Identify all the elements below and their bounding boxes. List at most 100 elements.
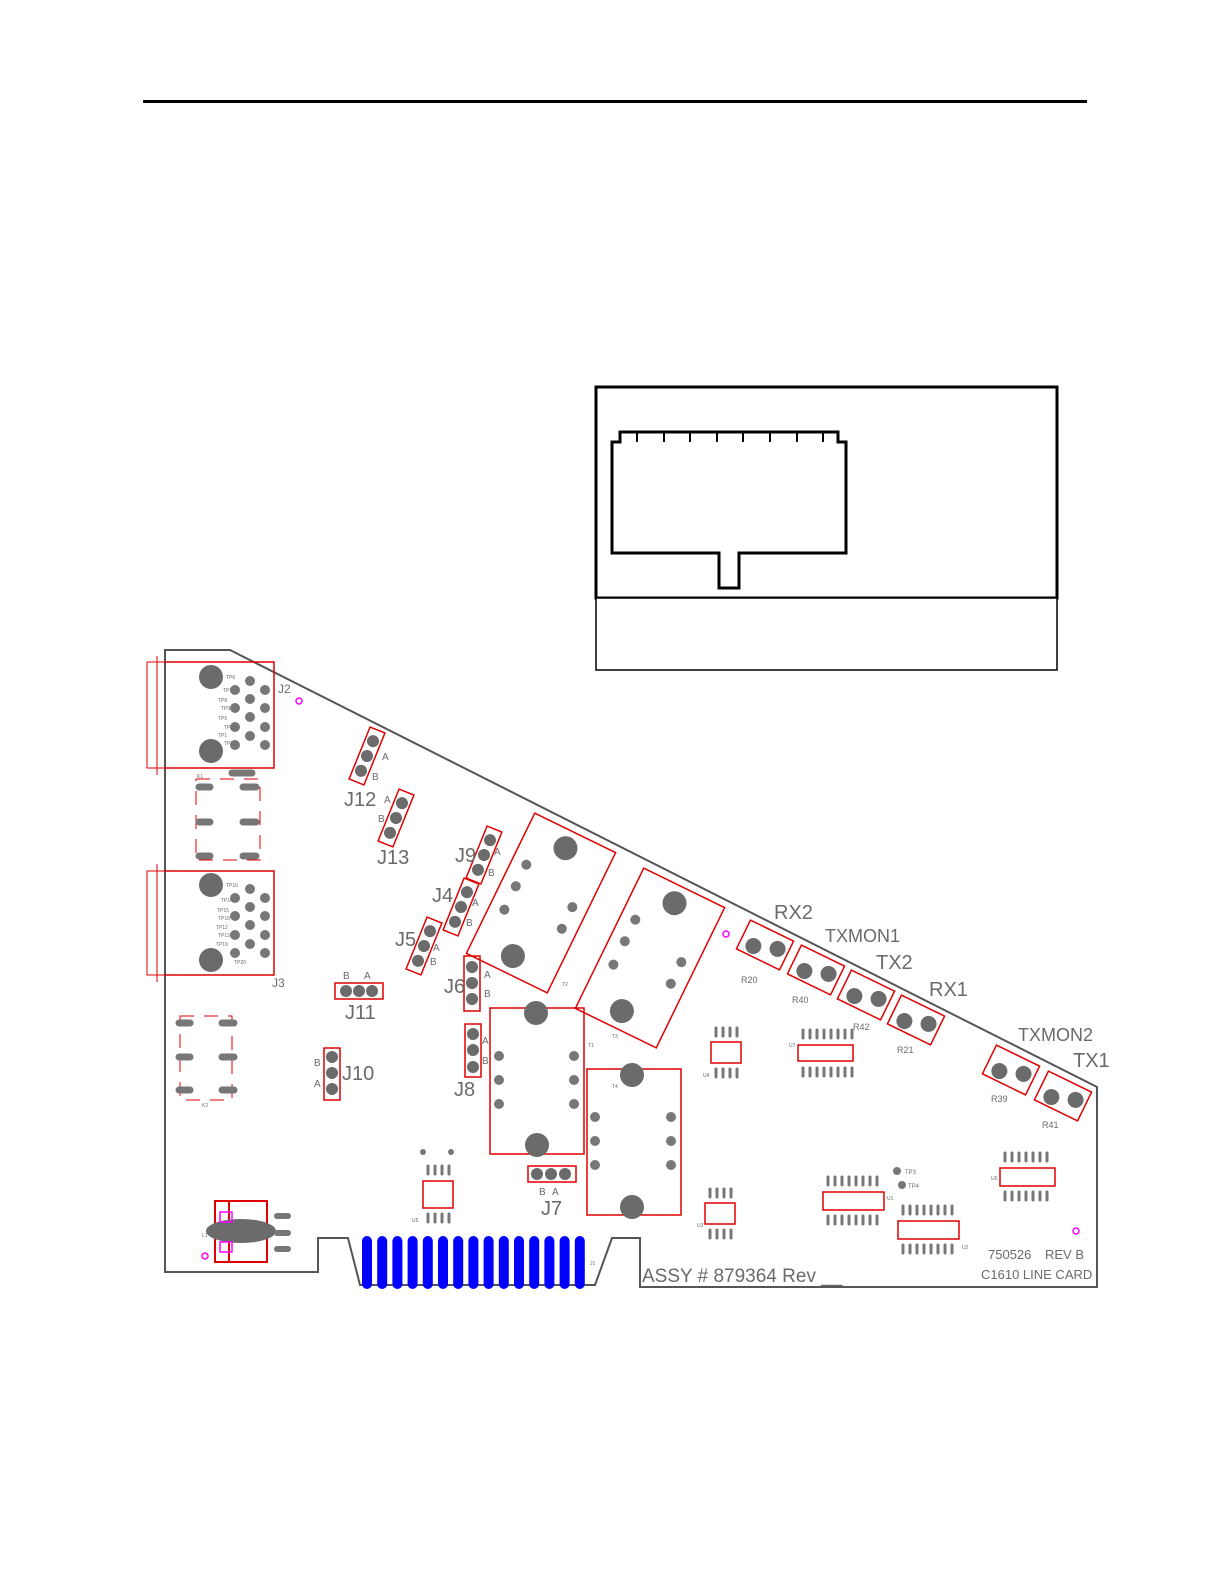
rx1-label: RX1 xyxy=(929,979,968,1001)
r21-label: R21 xyxy=(897,1045,914,1055)
jack-j3: J3 TP16 TP14 TP15 TP18 TP12 TP13 TP19 TP… xyxy=(146,864,285,990)
j8-label: J8 xyxy=(454,1079,475,1101)
j12-a-label: A xyxy=(382,752,389,763)
txmon1-label: TXMON1 xyxy=(825,926,900,946)
assembly-text: ASSY # 879364 Rev __ xyxy=(642,1266,843,1287)
j10-a-label: A xyxy=(314,1079,321,1090)
r39-label: R39 xyxy=(991,1094,1008,1104)
u7-label: U7 xyxy=(789,1043,796,1049)
transformer-t2: T2 xyxy=(465,812,617,994)
j8-a-label: A xyxy=(482,1036,489,1047)
j3-tp-label: TP18 xyxy=(218,916,230,922)
test-jack-rx2: RX2 R20 xyxy=(735,902,813,985)
j7-a-label: A xyxy=(552,1187,559,1198)
j3-tp-label: TP16 xyxy=(226,883,238,889)
ic-u7: U7 xyxy=(789,1028,854,1078)
edge-finger xyxy=(468,1236,479,1289)
j3-tp-label: TP12 xyxy=(216,925,228,931)
u6-label: U6 xyxy=(991,1176,998,1182)
connector-outline xyxy=(610,430,848,590)
j7-label: J7 xyxy=(541,1198,562,1220)
j2-tp-label: TP11 xyxy=(224,741,236,747)
j2-tp-label: TP7 xyxy=(223,688,232,694)
j6-b-label: B xyxy=(484,989,491,1000)
test-jack-tx1: TX1 R41 xyxy=(1033,1050,1110,1130)
j3-tp-label: TP15 xyxy=(217,908,229,914)
j7-b-label: B xyxy=(539,1187,546,1198)
j3-tp-label: TP14 xyxy=(221,898,233,904)
j13-label: J13 xyxy=(377,847,409,869)
edge-finger xyxy=(438,1236,448,1289)
ic-u2: U2 xyxy=(897,1204,969,1255)
relay-k2: K2 xyxy=(175,1015,238,1109)
t2-label: T2 xyxy=(562,982,568,988)
jumper-j11: B A J11 xyxy=(334,971,384,1024)
ic-u1: U1 xyxy=(822,1175,894,1226)
j5-a-label: A xyxy=(433,943,440,954)
t1-label: T1 xyxy=(588,1043,594,1049)
edge-finger xyxy=(483,1236,494,1289)
jumper-j12: A B J12 xyxy=(344,726,389,811)
j11-label: J11 xyxy=(345,1002,376,1024)
test-jack-txmon1: TXMON1 R40 xyxy=(786,926,900,1005)
ic-u4: U4 xyxy=(703,1026,742,1079)
j5-label: J5 xyxy=(395,929,416,951)
ic-u5: U5 xyxy=(412,1149,454,1224)
test-jack-tx2: TX2 R42 xyxy=(836,952,913,1032)
j10-label: J10 xyxy=(342,1063,374,1085)
ic-u6: U6 xyxy=(991,1151,1056,1202)
edge-finger xyxy=(392,1236,403,1289)
j2-tp-label: TP9 xyxy=(221,706,230,712)
edge-finger xyxy=(422,1236,433,1289)
edge-finger xyxy=(498,1236,509,1289)
j3-label: J3 xyxy=(272,976,285,990)
u4-label: U4 xyxy=(703,1073,710,1079)
j11-b-label: B xyxy=(343,971,350,982)
j4-b-label: B xyxy=(466,918,473,929)
j2-tp-label: TP8 xyxy=(218,698,227,704)
edge-connector: J1 xyxy=(362,1236,596,1289)
test-jack-rx1: RX1 R21 xyxy=(886,979,968,1055)
j4-label: J4 xyxy=(432,885,453,907)
txmon2-label: TXMON2 xyxy=(1018,1025,1093,1045)
edge-finger xyxy=(529,1236,540,1289)
j2-tp-label: TP6 xyxy=(226,675,235,681)
j2-tp-label: TP5 xyxy=(218,716,227,722)
j10-b-label: B xyxy=(314,1058,321,1069)
revision-text: REV B xyxy=(1045,1247,1084,1262)
edge-connector-label: J1 xyxy=(590,1261,596,1267)
j2-tp-label: TP1 xyxy=(218,733,227,739)
j4-a-label: A xyxy=(472,898,479,909)
t3-label: T3 xyxy=(612,1034,618,1040)
u1-label: U1 xyxy=(887,1196,894,1202)
part-number-text: 750526 xyxy=(988,1247,1031,1262)
jumper-j8: A B J8 xyxy=(454,1023,489,1101)
tp4-label: TP4 xyxy=(908,1184,920,1190)
inductor-l1: L1 xyxy=(202,1200,291,1263)
k1-label: K1 xyxy=(197,774,203,780)
rx2-label: RX2 xyxy=(774,902,813,924)
j13-b-label: B xyxy=(378,814,385,825)
jumper-j7: B A J7 xyxy=(527,1165,577,1220)
edge-finger xyxy=(514,1236,524,1289)
edge-finger xyxy=(559,1236,570,1289)
jumper-j10: B A J10 xyxy=(314,1047,374,1101)
u5-label: U5 xyxy=(412,1218,419,1224)
jumper-j5: A B J5 xyxy=(395,916,443,976)
test-jack-txmon2: TXMON2 R39 xyxy=(981,1025,1093,1104)
tp3-label: TP3 xyxy=(905,1170,917,1176)
j5-b-label: B xyxy=(430,957,437,968)
test-points-tp3-tp4: TP3 TP4 xyxy=(893,1167,920,1190)
j13-a-label: A xyxy=(384,795,391,806)
k2-label: K2 xyxy=(202,1103,208,1109)
board-outline xyxy=(164,649,1098,1288)
fiducials xyxy=(201,697,1080,1260)
j6-a-label: A xyxy=(484,970,491,981)
header-rule xyxy=(143,100,1087,103)
j3-tp-label: TP20 xyxy=(234,960,246,966)
edge-finger xyxy=(407,1236,418,1289)
edge-finger xyxy=(544,1236,555,1289)
u3-label: U3 xyxy=(697,1223,704,1229)
